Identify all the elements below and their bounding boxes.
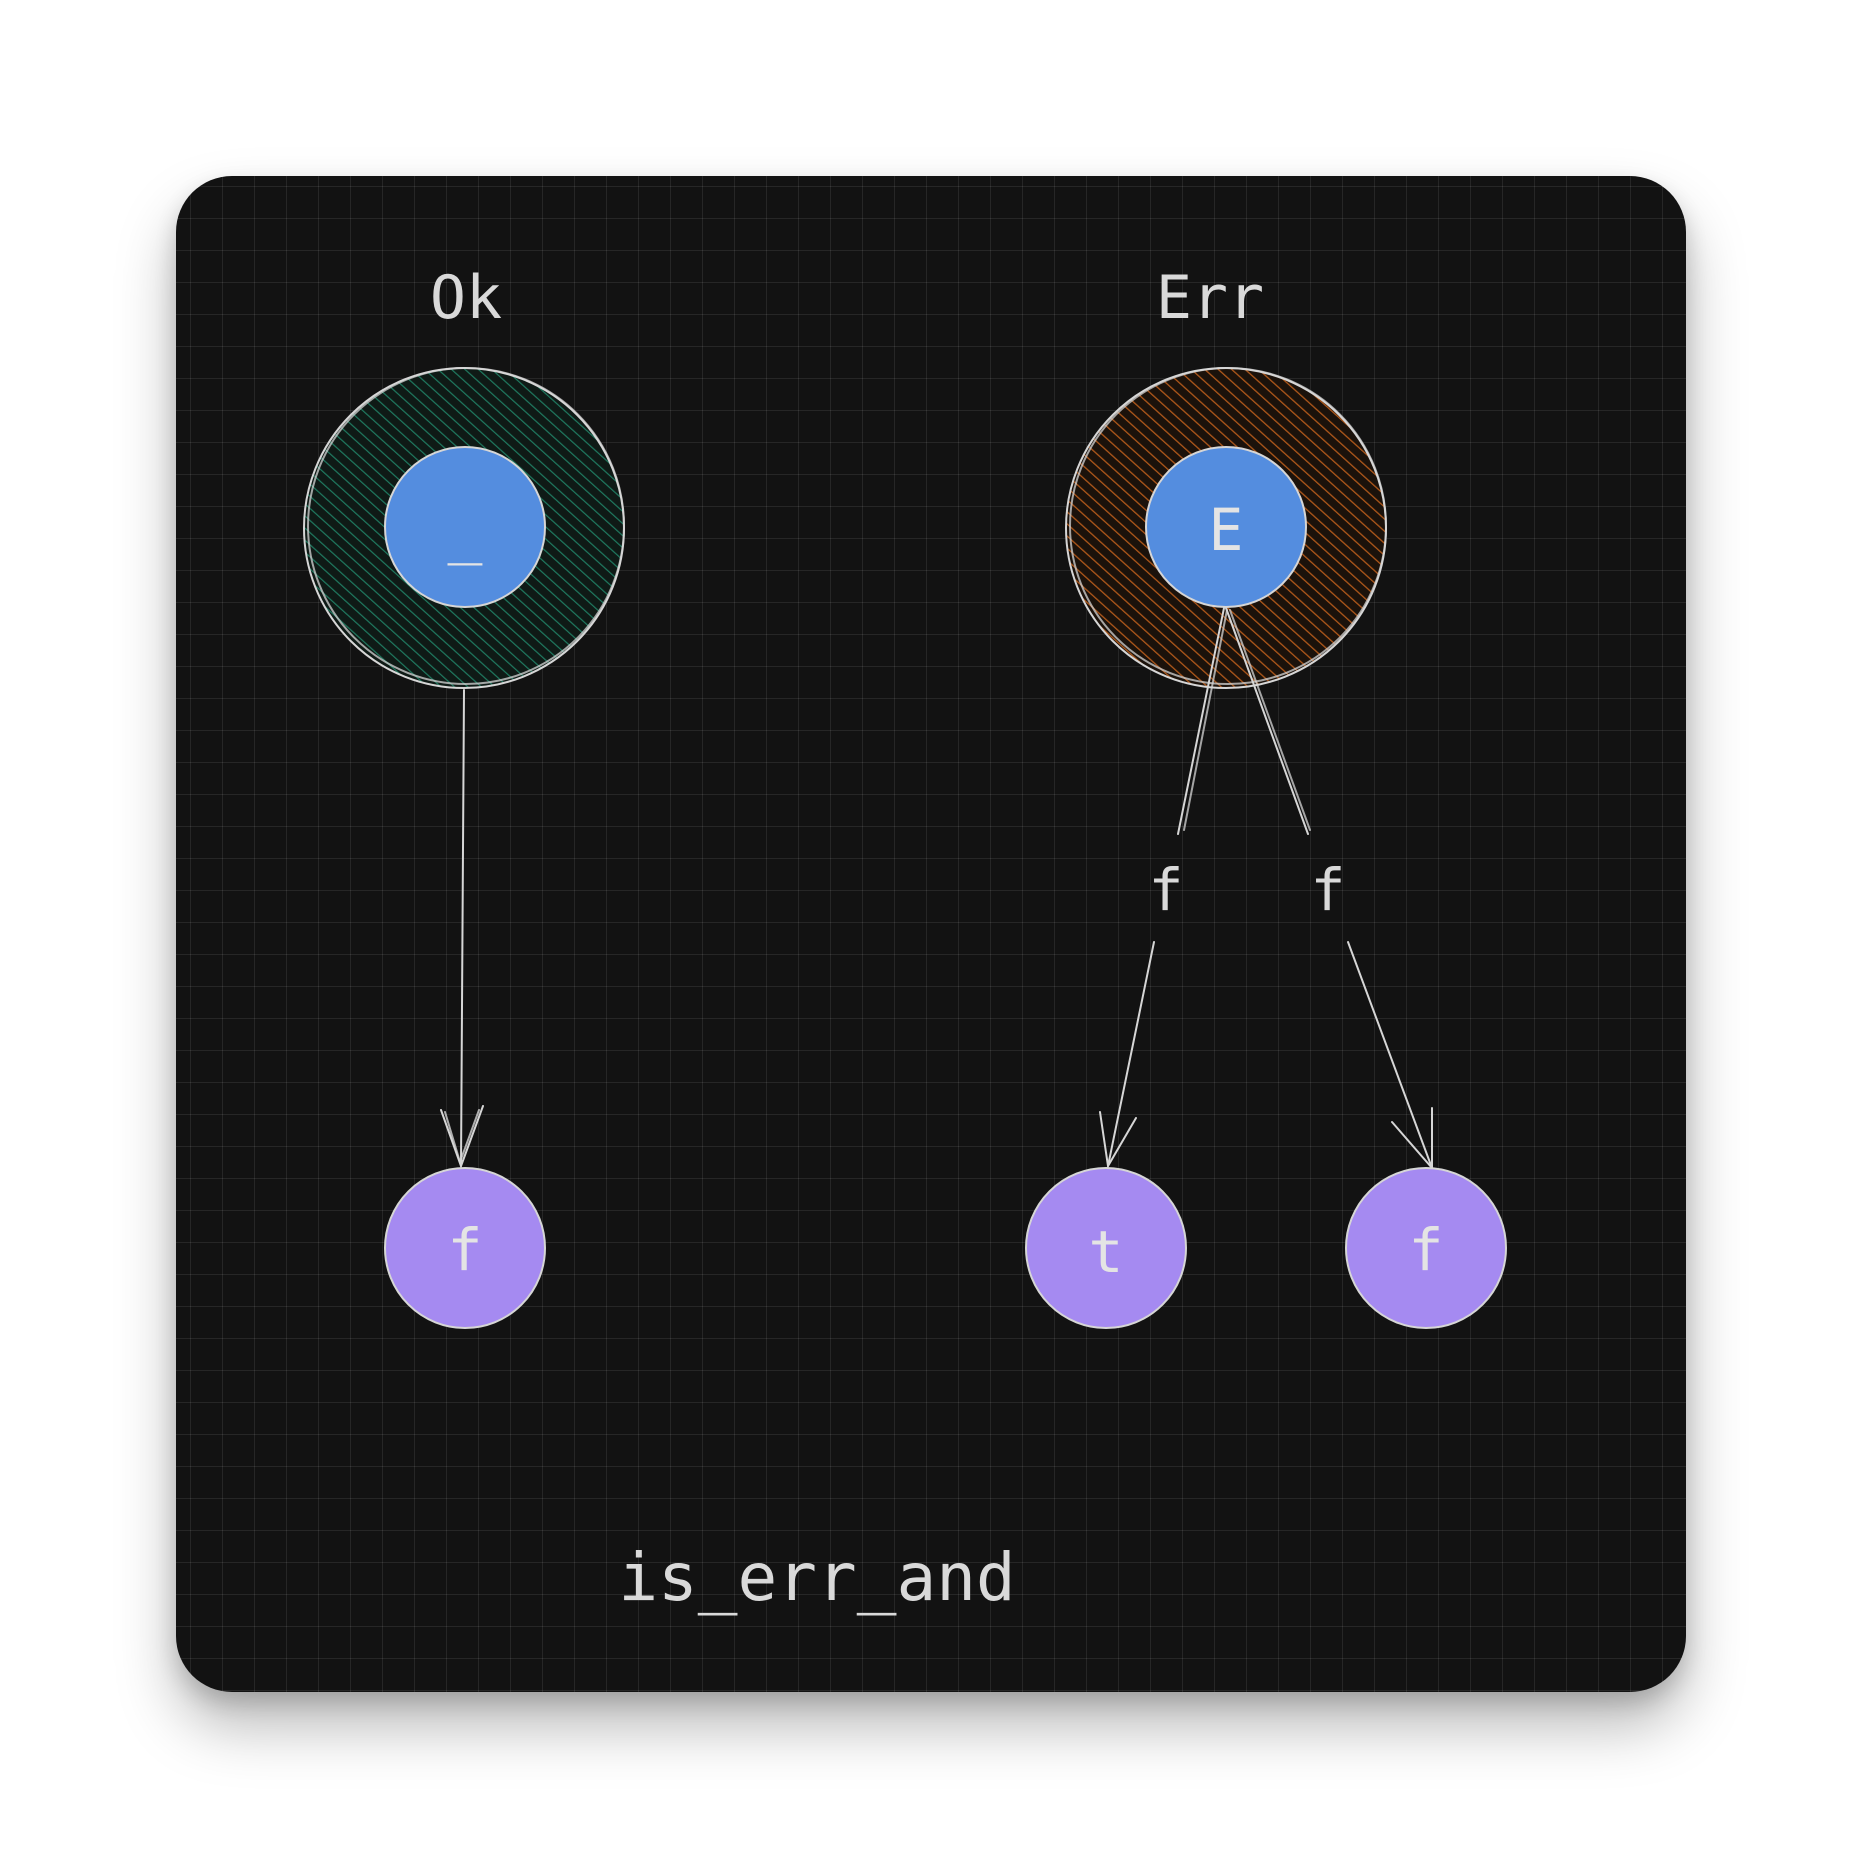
err-inner-node: E [1145,446,1307,608]
diagram-caption: is_err_and [618,1539,1015,1616]
err-false-edge [1225,607,1433,1171]
err-false-result-label: f [1409,1216,1444,1284]
err-group-label: Err [1156,263,1264,333]
ok-inner-node: _ [384,446,546,608]
ok-result-node: f [384,1167,546,1329]
ok-group-label: Ok [430,263,502,333]
err-false-result-node: f [1345,1167,1507,1329]
err-true-result-node: t [1025,1167,1187,1329]
err-inner-node-label: E [1209,496,1244,564]
ok-result-label: f [448,1216,483,1284]
err-true-edge-label: f [1149,856,1184,924]
err-true-edge [1099,607,1228,1169]
err-false-edge-label: f [1311,856,1346,924]
ok-inner-node-label: _ [448,498,483,566]
err-true-result-label: t [1089,1218,1124,1286]
ok-arrow [440,689,484,1169]
